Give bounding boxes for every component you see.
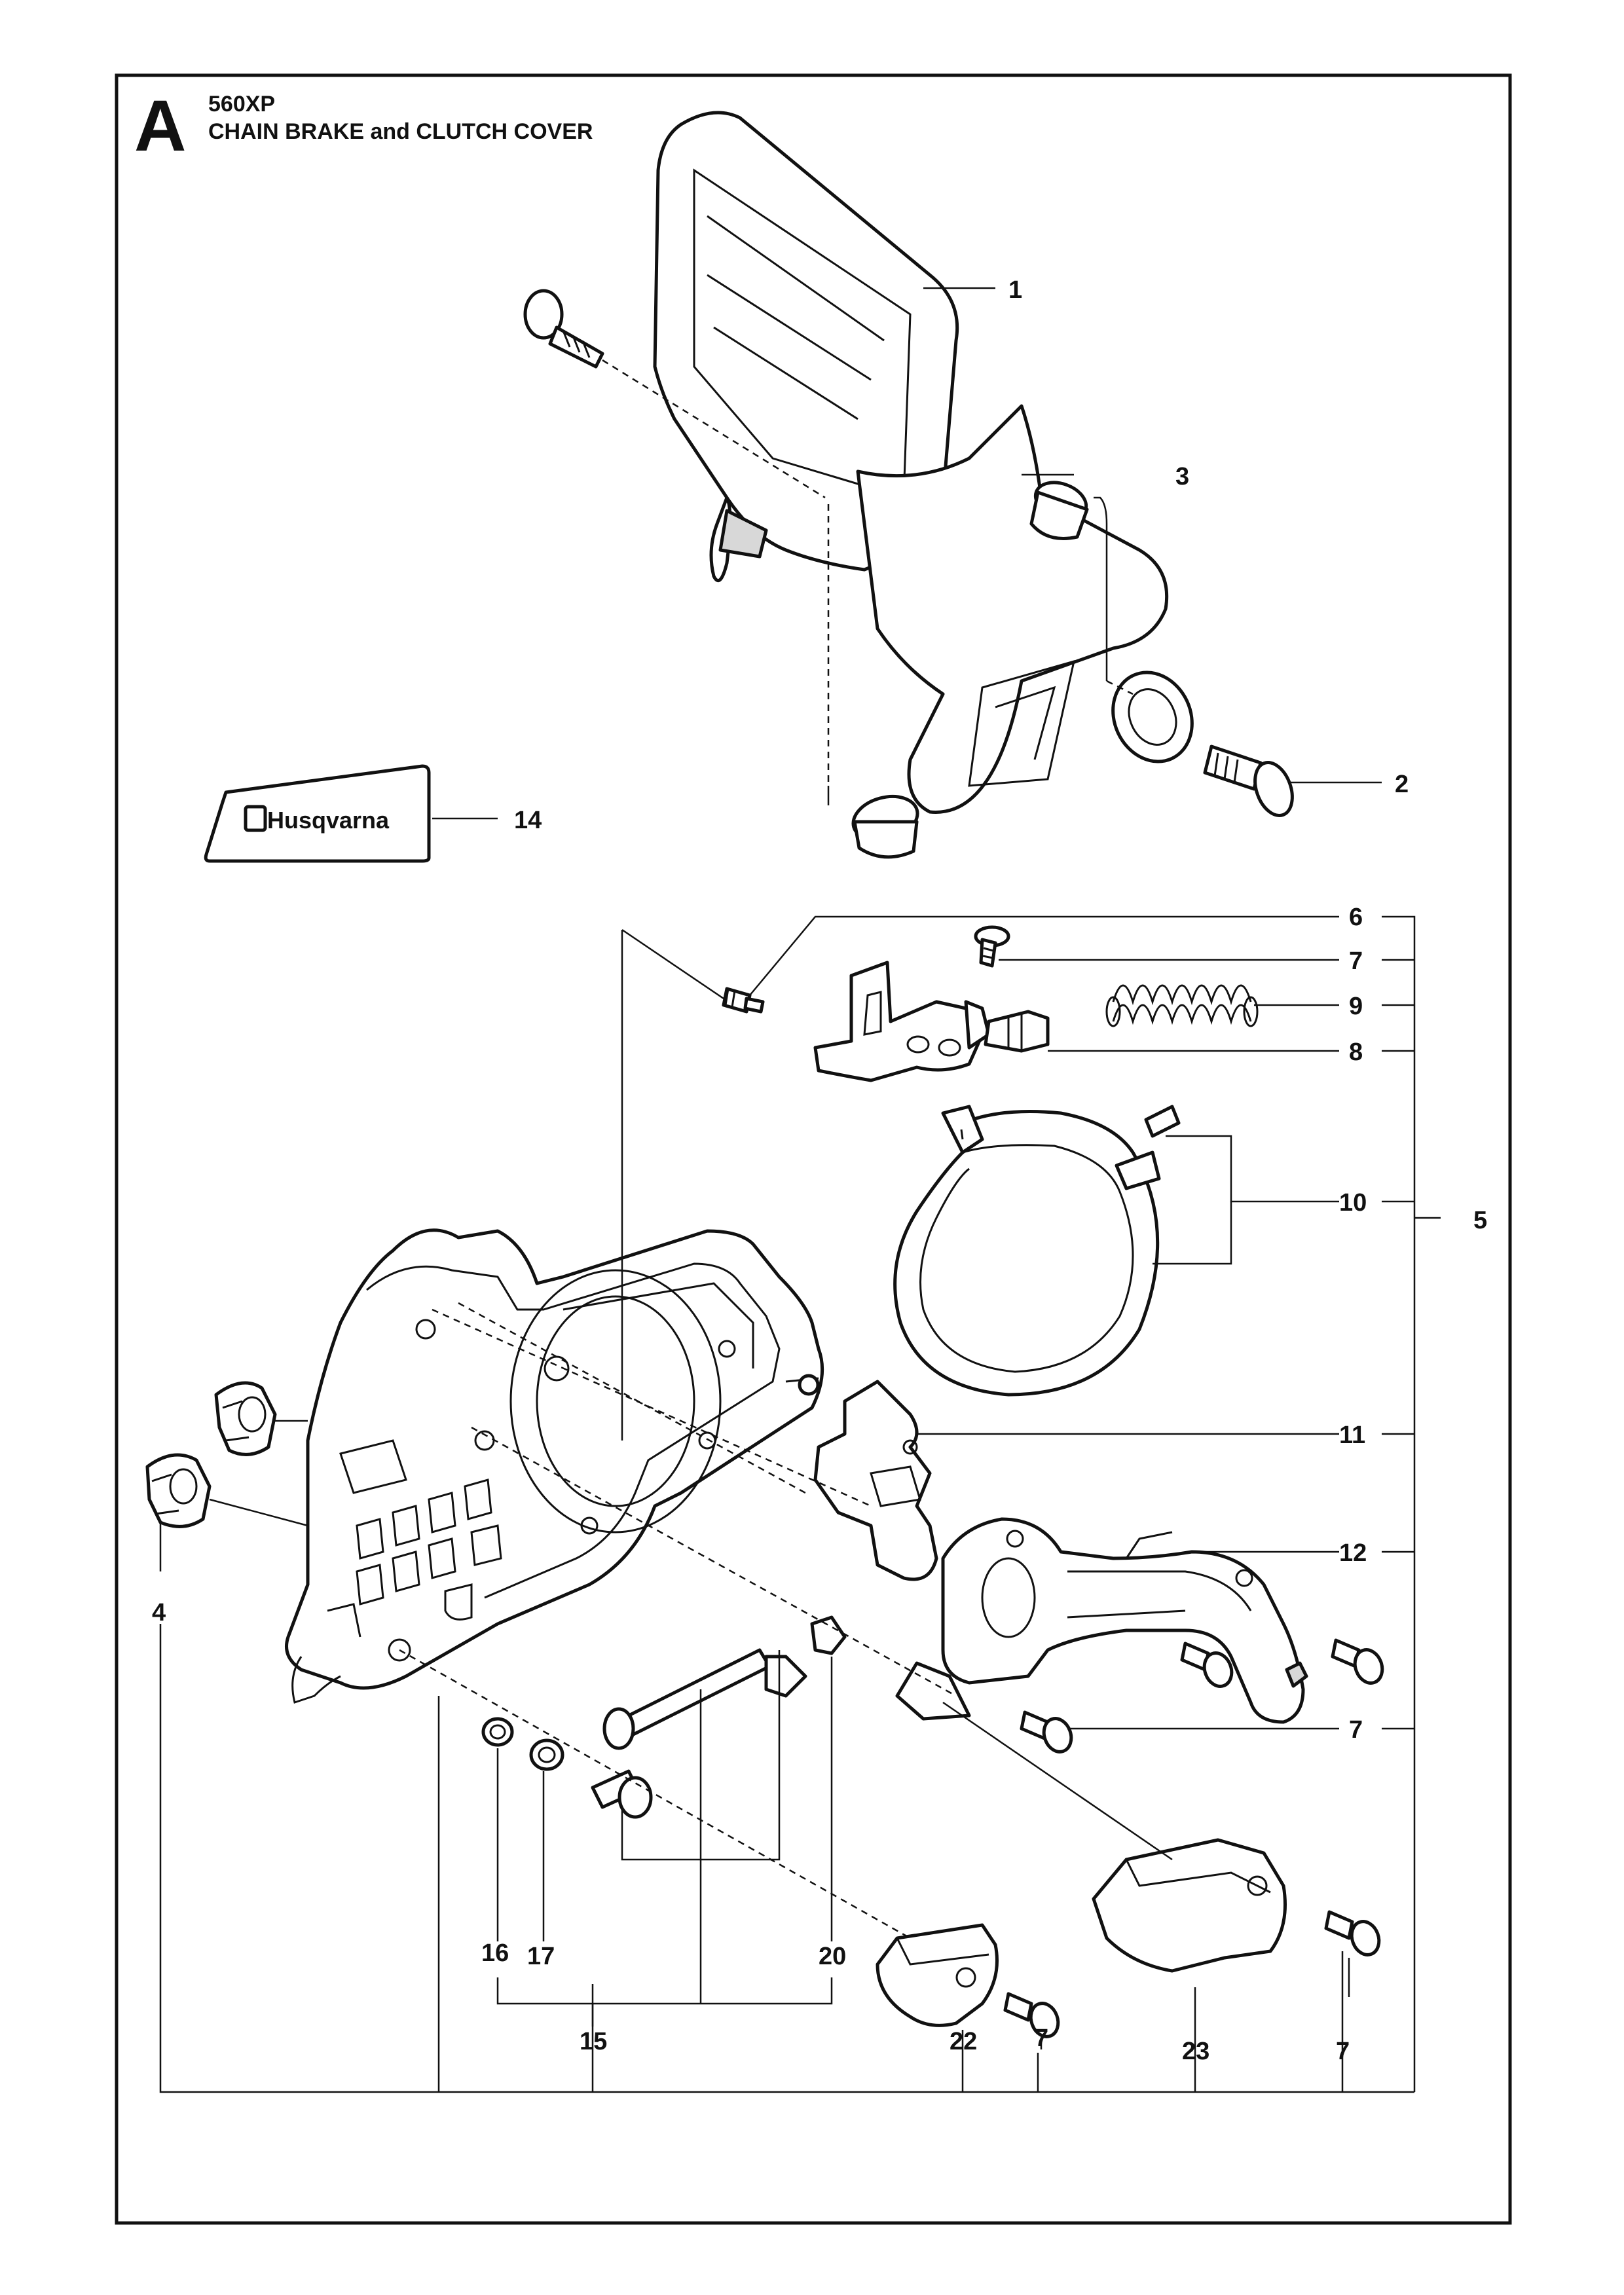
part-5-clutch-cover [285, 1228, 824, 1704]
callout-17: 17 [527, 1943, 555, 1970]
callout-5: 5 [1473, 1207, 1487, 1234]
part-2-pivot-screw [1203, 744, 1294, 817]
handle-pivot-screw-left [523, 289, 826, 499]
callout-6: 6 [1349, 904, 1363, 931]
callout-7-b1: 7 [1035, 2025, 1048, 2052]
part-7-screw-bracket-1 [1180, 1642, 1234, 1688]
callout-1: 1 [1008, 276, 1022, 304]
part-6-pin [722, 987, 765, 1014]
part-8-brake-lever [813, 961, 1050, 1082]
part-7-screw-brake [974, 925, 1010, 968]
callout-22: 22 [950, 2028, 977, 2055]
callout-7-b2: 7 [1336, 2038, 1350, 2065]
part-7-screw-cover [1020, 1710, 1073, 1753]
callout-3: 3 [1175, 463, 1189, 490]
part-11-guide-plate [813, 1380, 938, 1581]
part-12-bracket [895, 1517, 1308, 1724]
part-7-screw-23 [1324, 1910, 1381, 1956]
part-17-washer [529, 1738, 564, 1771]
callout-23: 23 [1182, 2038, 1209, 2065]
callout-7-mid: 7 [1349, 1716, 1363, 1744]
part-4-bar-nuts [145, 1381, 308, 1571]
part-10-brake-band [893, 1105, 1181, 1397]
callout-7-top: 7 [1349, 947, 1363, 975]
part-1-hand-guard [653, 111, 1194, 814]
callout-11: 11 [1339, 1422, 1365, 1449]
callout-12: 12 [1339, 1539, 1367, 1567]
diagram-title: CHAIN BRAKE and CLUTCH COVER [208, 119, 593, 144]
callout-14: 14 [514, 807, 542, 834]
callout-8: 8 [1349, 1038, 1363, 1066]
callout-9: 9 [1349, 993, 1363, 1020]
part-9-spring [1105, 984, 1259, 1027]
part-22-cover-piece [876, 1923, 999, 2027]
callout-10: 10 [1339, 1189, 1367, 1217]
part-20-bar-bolt [602, 1615, 847, 1750]
part-20-bar-bolt-2 [591, 1769, 653, 1819]
callout-2: 2 [1395, 771, 1409, 798]
part-16-washer [481, 1717, 514, 1747]
callout-16: 16 [481, 1939, 509, 1967]
part-14-decal: Husqvarna [204, 764, 431, 863]
part-23-cover-piece [1092, 1838, 1287, 1973]
callout-15: 15 [580, 2028, 607, 2055]
callout-20: 20 [819, 1943, 846, 1970]
section-letter: A [134, 86, 186, 166]
decal-brand-text: Husqvarna [267, 807, 390, 834]
page-border [115, 73, 1512, 2225]
leader-lines [159, 287, 1441, 2093]
part-3-bushing [1029, 481, 1134, 695]
part-1-lower-bushing [827, 504, 919, 859]
part-7-screw-bracket-2 [1331, 1638, 1384, 1685]
model-number: 560XP [208, 92, 275, 117]
callout-labels: 1 3 2 14 6 7 9 8 10 5 11 12 7 4 16 17 20… [152, 276, 1487, 2065]
part-7-screw-22 [1003, 1992, 1060, 2038]
callout-4: 4 [152, 1599, 166, 1626]
